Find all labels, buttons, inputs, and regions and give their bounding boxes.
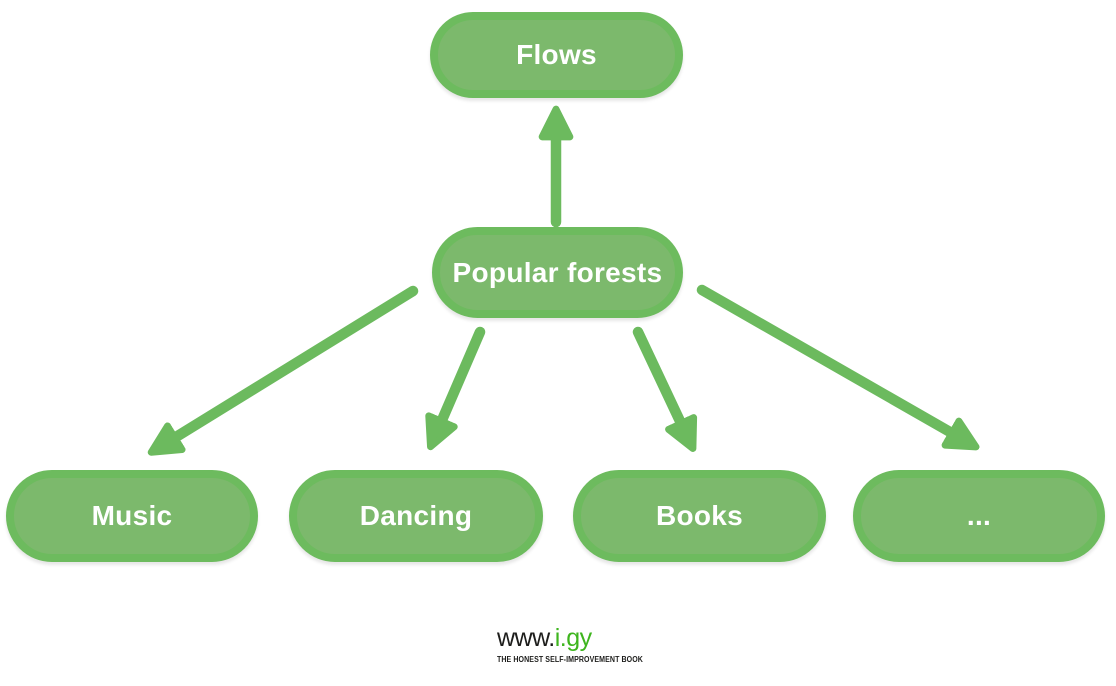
node-books: Books (573, 470, 826, 562)
node-flows: Flows (430, 12, 683, 98)
node-books-label: Books (655, 500, 744, 531)
arrow-to-dancing (425, 326, 486, 451)
node-ellipsis-label: ... (966, 500, 992, 531)
logo-igy-part: i.gy (554, 624, 592, 652)
node-ellipsis: ... (853, 470, 1105, 562)
logo-wordmark: www.i.gy (497, 624, 663, 653)
node-music-label: Music (91, 500, 173, 531)
arrow-to-music (147, 285, 419, 456)
logo-tagline: THE HONEST SELF-IMPROVEMENT BOOK (497, 654, 643, 664)
brand-footer: www.i.gy THE HONEST SELF-IMPROVEMENT BOO… (497, 624, 663, 664)
node-dancing: Dancing (289, 470, 543, 562)
arrow-to-more (696, 284, 980, 451)
node-popular-forests-label: Popular forests (452, 256, 663, 288)
node-popular-forests: Popular forests (432, 227, 683, 318)
logo-www-part: www. (497, 624, 555, 652)
node-dancing-label: Dancing (359, 500, 473, 531)
node-music: Music (6, 470, 258, 562)
node-flows-label: Flows (516, 39, 597, 70)
arrow-to-books (632, 326, 698, 453)
